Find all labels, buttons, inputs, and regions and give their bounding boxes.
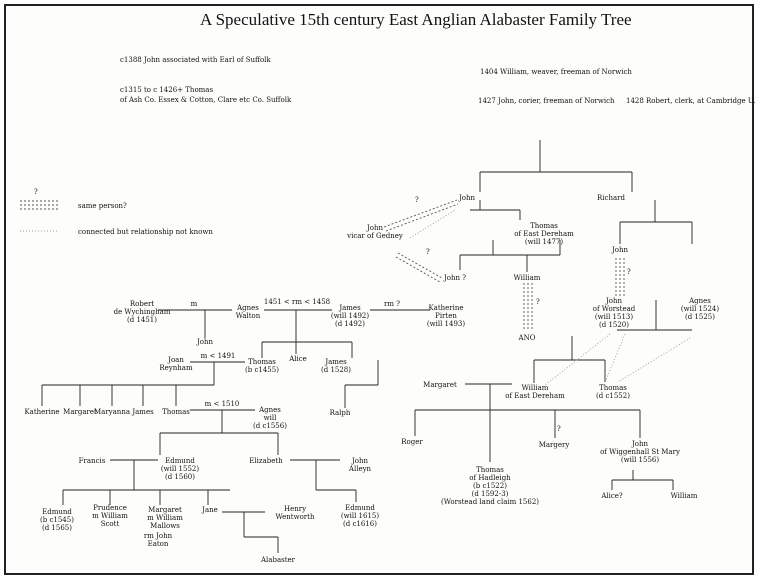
question-mark-1: ?: [415, 196, 419, 204]
person-margaret-b: Margaret: [63, 408, 97, 416]
legend-same-person: same person?: [78, 202, 127, 210]
person-alice: Alice: [289, 355, 307, 363]
marriage-mark-james: 1451 < rm < 1458: [263, 298, 331, 306]
note-john-1388: c1388 John associated with Earl of Suffo…: [120, 56, 271, 64]
page-title: A Speculative 15th century East Anglian …: [200, 10, 632, 29]
note-robert-1428: 1428 Robert, clerk, at Cambridge U.: [626, 97, 756, 105]
question-mark-5: ?: [557, 425, 561, 433]
person-john: John: [458, 194, 476, 202]
note-thomas-line2: of Ash Co. Essex & Cotton, Clare etc Co.…: [120, 96, 292, 104]
person-ano: ANO: [518, 334, 536, 342]
marriage-mark-agnes: m < 1510: [204, 400, 240, 408]
person-jane: Jane: [202, 506, 218, 514]
person-elizabeth: Elizabeth: [249, 457, 283, 465]
person-alabaster: Alabaster: [260, 556, 296, 564]
person-edmund-1552: Edmund(will 1552)(d 1560): [160, 457, 200, 481]
question-mark-2: ?: [426, 248, 430, 256]
person-alice-q: Alice?: [601, 492, 623, 500]
person-katherine: Katherine: [24, 408, 60, 416]
note-william-1404: 1404 William, weaver, freeman of Norwich: [480, 68, 632, 76]
marriage-mark-robert: m: [190, 300, 198, 308]
person-thomas-c: Thomas: [162, 408, 190, 416]
person-john-small: John: [196, 338, 214, 346]
person-james-1528: James(d 1528): [321, 358, 351, 374]
marriage-mark-joan: m < 1491: [200, 352, 236, 360]
person-roger: Roger: [401, 438, 423, 446]
person-james-1492: James(will 1492)(d 1492): [330, 304, 370, 328]
marriage-mark-katherine: rm ?: [384, 300, 400, 308]
person-margery: Margery: [538, 441, 570, 449]
person-edmund-b1545: Edmund(b c1545)(d 1565): [40, 508, 74, 532]
person-john-richard-son: John: [611, 246, 629, 254]
note-thomas-line1: c1315 to c 1426+ Thomas: [120, 86, 214, 94]
person-thomas-d1552: Thomas(d c1552): [596, 384, 630, 400]
person-ralph: Ralph: [329, 409, 351, 417]
person-maryanna: Maryanna: [93, 408, 131, 416]
question-mark-4: ?: [627, 268, 631, 276]
person-william-b: William: [670, 492, 698, 500]
legend-connected: connected but relationship not known: [78, 228, 213, 236]
person-james-c: James: [132, 408, 154, 416]
person-richard: Richard: [597, 194, 625, 202]
person-agnes-1524: Agnes(will 1524)(d 1525): [680, 297, 720, 321]
note-john-1427: 1427 John, corier, freeman of Norwich: [478, 97, 615, 105]
question-mark-3: ?: [536, 298, 540, 306]
person-thomas-b1455: Thomas(b c1455): [245, 358, 279, 374]
person-francis: Francis: [78, 457, 106, 465]
legend-question-mark: ?: [34, 188, 38, 196]
person-margaret: Margaret: [423, 381, 457, 389]
person-edmund-1615: Edmund(will 1615)(d c1616): [340, 504, 380, 528]
person-william: William: [513, 274, 541, 282]
person-john-q: John ?: [443, 274, 467, 282]
